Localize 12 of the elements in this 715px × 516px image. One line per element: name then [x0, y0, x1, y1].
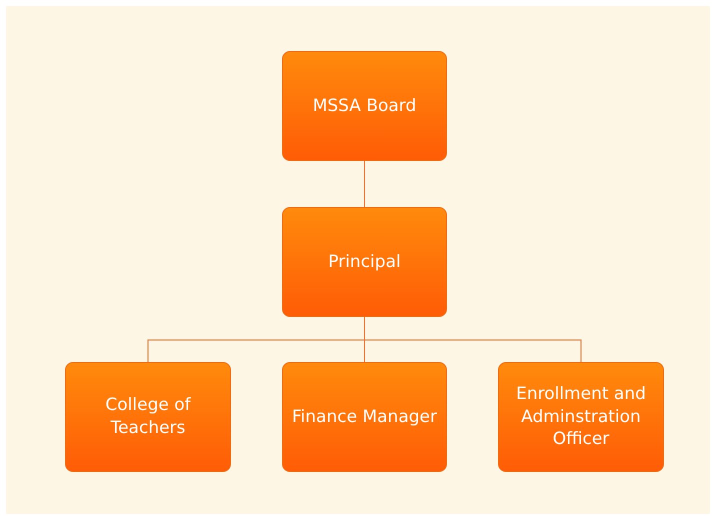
org-box: [282, 51, 447, 161]
role-label: College of Teachers: [104, 394, 192, 440]
connector-line: [364, 316, 582, 362]
org-box: [498, 362, 664, 472]
org-box: [65, 362, 231, 472]
role-label: Finance Manager: [292, 406, 437, 428]
role-label: Enrollment and Adminstration Officer: [515, 382, 647, 452]
org-box: [282, 362, 447, 472]
org-box: [282, 207, 447, 317]
role-label: Principal: [328, 250, 401, 274]
role-label: MSSA Board: [312, 94, 416, 118]
connector-line: [364, 160, 365, 208]
